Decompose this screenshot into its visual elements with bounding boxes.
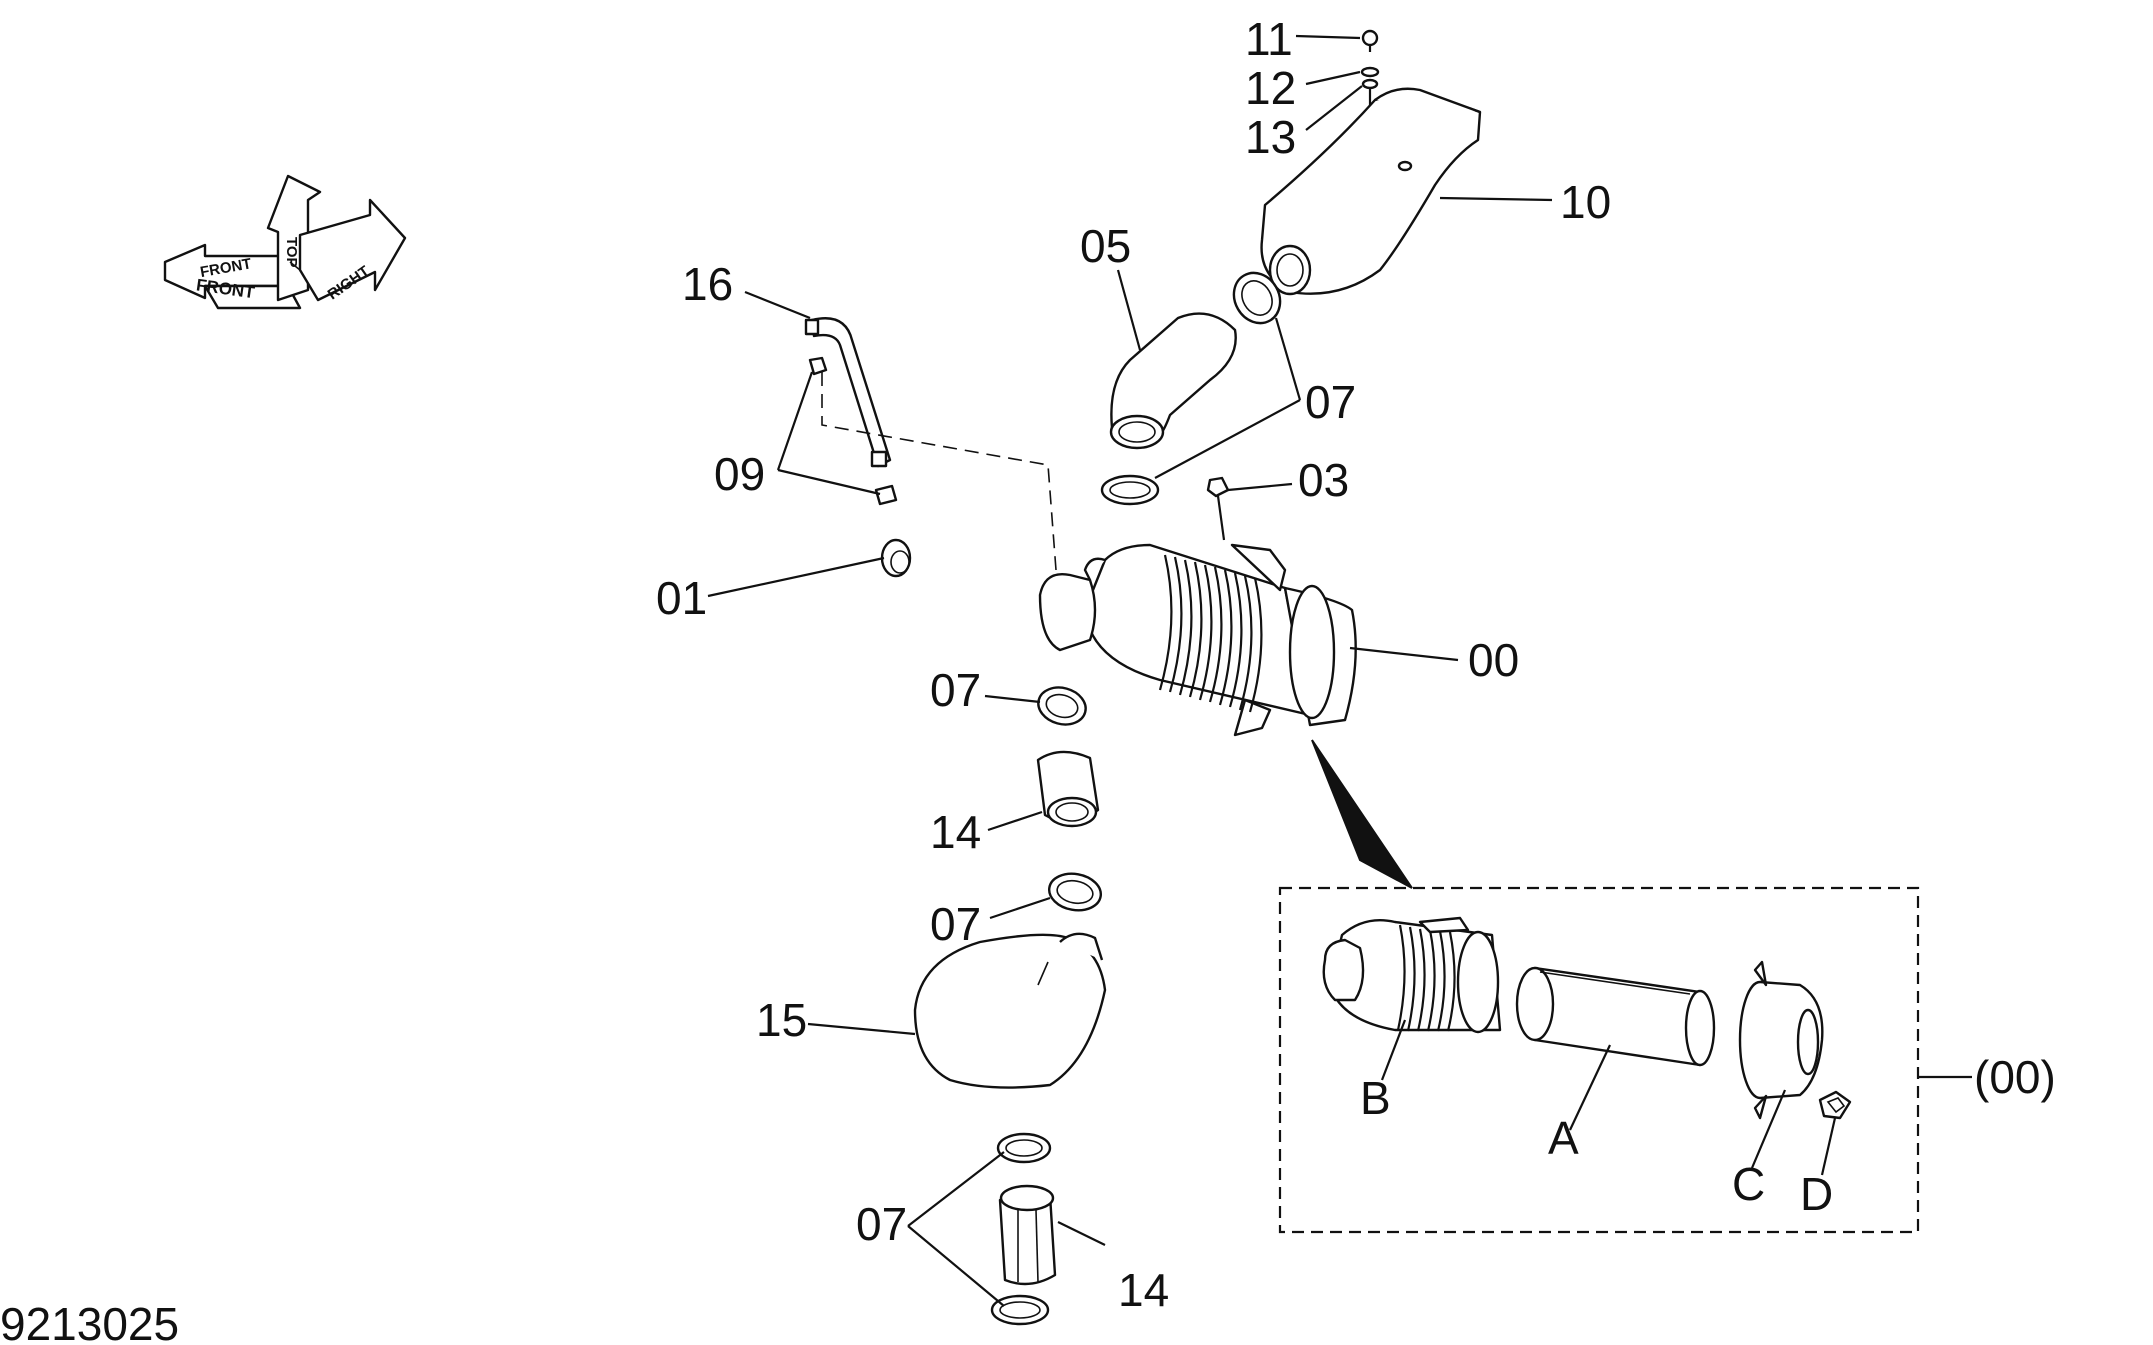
detail-part-b — [1322, 916, 1502, 1034]
callout-00: 00 — [1468, 634, 1519, 686]
clamp-07-neck — [1100, 474, 1160, 506]
callout-01: 01 — [656, 572, 707, 624]
callout-14-lower: 14 — [1118, 1264, 1169, 1316]
callout-09: 09 — [714, 448, 765, 500]
part-03-valve — [1206, 476, 1230, 541]
routing-dashed-line — [821, 372, 1057, 571]
clamp-07-bottom-top — [996, 1132, 1052, 1164]
callout-03: 03 — [1298, 454, 1349, 506]
part-05-elbow — [1109, 312, 1237, 450]
part-16-tube — [804, 317, 892, 468]
detail-pointer — [1311, 739, 1413, 889]
part-15-cover — [913, 932, 1107, 1089]
part-14-upper-hose — [1036, 750, 1100, 828]
part-10-duct — [1260, 87, 1482, 296]
detail-part-c — [1738, 960, 1824, 1120]
detail-box — [1278, 886, 1920, 1234]
callout-12: 12 — [1245, 62, 1296, 114]
clamp-07-bottom-low — [990, 1294, 1050, 1326]
callout-07-bottom: 07 — [856, 1198, 907, 1250]
detail-part-d — [1818, 1090, 1852, 1120]
callout-labels: 11 12 13 10 05 16 07 09 03 01 00 07 14 0… — [0, 13, 2056, 1345]
part-14-lower-hose — [998, 1184, 1057, 1286]
clamp-07-lower — [1048, 872, 1102, 912]
clip-09-upper — [808, 356, 828, 376]
clamp-07-upper — [1232, 271, 1282, 325]
callout-14-upper: 14 — [930, 806, 981, 858]
air-cleaner-ribs — [1158, 554, 1263, 713]
orientation-arrows-icon: FRONT FRONT TOP RIGHT — [163, 174, 407, 310]
callout-16: 16 — [682, 258, 733, 310]
callout-10: 10 — [1560, 176, 1611, 228]
drawing-number: 9213025 — [0, 1298, 179, 1345]
detail-view — [1278, 886, 1972, 1234]
callout-13: 13 — [1245, 111, 1296, 163]
part-01-plug — [880, 538, 912, 578]
top-label: TOP — [283, 237, 300, 268]
detail-label-d: D — [1800, 1168, 1833, 1220]
clamp-07-mid — [1037, 686, 1087, 726]
detail-label-a: A — [1548, 1112, 1579, 1164]
detail-label-b: B — [1360, 1072, 1391, 1124]
callout-15: 15 — [756, 994, 807, 1046]
leader-lines — [707, 34, 1553, 1307]
callout-11: 11 — [1245, 13, 1293, 65]
callout-07-lower: 07 — [930, 898, 981, 950]
detail-label-c: C — [1732, 1158, 1765, 1210]
callout-07-upper: 07 — [1305, 376, 1356, 428]
screw-stack — [1360, 29, 1380, 150]
part-00-air-cleaner — [1038, 543, 1357, 737]
clip-09-lower — [874, 484, 898, 506]
callout-07-mid: 07 — [930, 664, 981, 716]
callout-05: 05 — [1080, 220, 1131, 272]
detail-part-a — [1515, 966, 1716, 1067]
detail-reference-label: (00) — [1974, 1051, 2056, 1103]
